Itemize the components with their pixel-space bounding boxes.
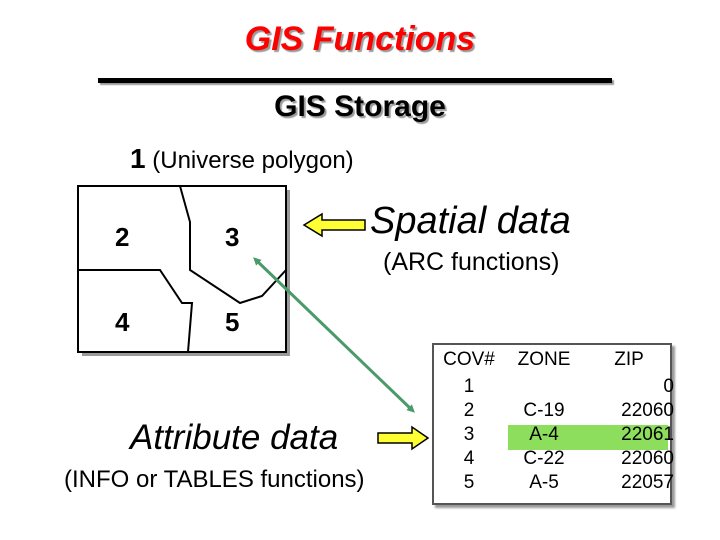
column-header-zone: ZONE (517, 349, 571, 370)
attribute-table-frame (432, 343, 672, 505)
universe-polygon-number: 1 (130, 143, 146, 174)
page-title: GIS Functions (244, 20, 476, 58)
polygon-label-5: 5 (225, 307, 240, 337)
cell-zone (504, 375, 584, 399)
polygon-label-3: 3 (225, 222, 240, 252)
cell-zone: C-19 (523, 400, 565, 421)
cell-zip: 0 (663, 376, 674, 397)
highlighted-row-background (508, 425, 668, 450)
cell-cov: 4 (463, 448, 475, 469)
table-row: 5 A-5 22057 (434, 471, 680, 495)
info-functions-label: (INFO or TABLES functions) (64, 466, 365, 493)
polygon-label-2: 2 (115, 222, 130, 252)
column-header-zip: ZIP (614, 349, 644, 370)
page-subtitle: GIS Storage (274, 90, 446, 123)
attribute-arrow-icon (377, 425, 430, 451)
universe-polygon-label: 1 (Universe polygon) (130, 143, 354, 175)
polygon-boundary-b (78, 269, 194, 353)
cell-zip: 22060 (621, 448, 674, 469)
cell-zone: C-22 (523, 448, 565, 469)
attribute-data-label: Attribute data (130, 418, 339, 457)
attribute-table-container: COV# ZONE ZIP 1 0 2 C-19 22060 3 A-4 220… (434, 345, 680, 495)
cell-zip: 22060 (621, 400, 674, 421)
universe-polygon-text: (Universe polygon) (152, 147, 354, 174)
arc-functions-label: (ARC functions) (383, 248, 560, 276)
cell-zone: A-4 (529, 424, 559, 445)
table-row: 2 C-19 22060 (434, 399, 680, 423)
table-row: 1 0 (434, 375, 680, 399)
table-row-highlighted: 3 A-4 22061 (434, 423, 680, 447)
cell-cov: 2 (463, 400, 475, 421)
title-divider (98, 78, 612, 83)
cell-zone: A-5 (529, 472, 559, 493)
table-header-row: COV# ZONE ZIP (434, 345, 680, 375)
connector-polygon-3-to-record (253, 257, 415, 413)
polygon-label-4: 4 (115, 307, 130, 337)
column-header-cov: COV# (443, 349, 495, 370)
cell-zip: 22061 (621, 424, 674, 445)
cell-zip: 22057 (621, 472, 674, 493)
cell-cov: 5 (463, 472, 475, 493)
cell-cov: 3 (463, 424, 475, 445)
spatial-data-label: Spatial data (370, 200, 571, 242)
spatial-arrow-icon (302, 212, 366, 238)
table-row: 4 C-22 22060 (434, 447, 680, 471)
attribute-table: COV# ZONE ZIP 1 0 2 C-19 22060 3 A-4 220… (434, 345, 680, 495)
cell-cov: 1 (463, 376, 475, 397)
